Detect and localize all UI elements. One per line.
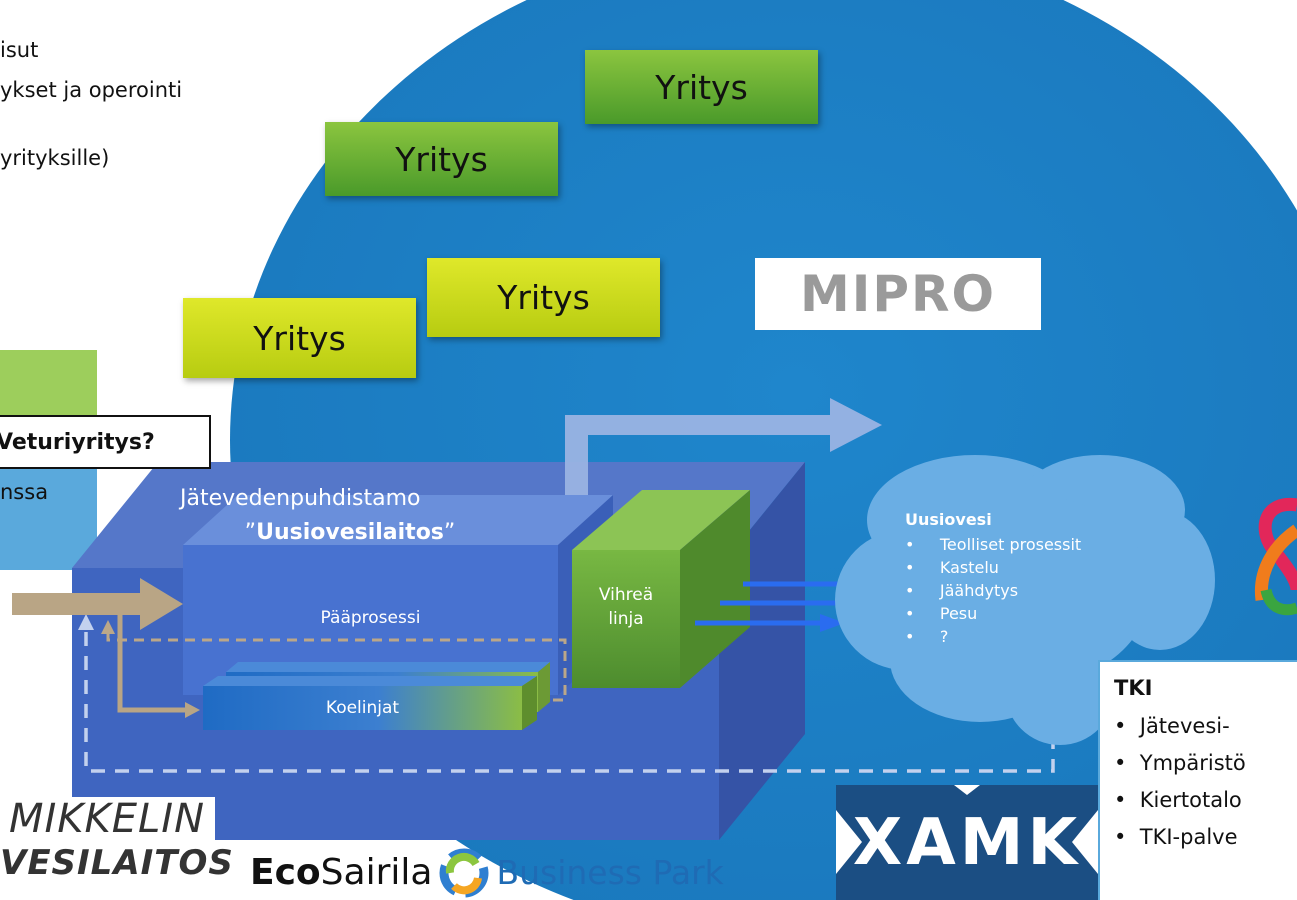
plant-title: Jätevedenpuhdistamo ”Uusiovesilaitos”	[180, 482, 540, 550]
green-box-right	[680, 490, 750, 688]
plant-title-line1: Jätevedenpuhdistamo	[180, 486, 421, 511]
left-panel-text: nssa	[0, 480, 49, 504]
green-line-label: Vihreä linja	[598, 585, 654, 629]
test-lines-label: Koelinjat	[325, 698, 400, 718]
top-line-2: ykset ja operointi	[0, 78, 183, 102]
ecosairila-leaf-icon	[439, 848, 489, 897]
input-arrow-tan	[12, 578, 183, 630]
left-blue-panel	[0, 455, 97, 570]
tki-panel: TKI • Jätevesi- • Ympäristö • Kiertotalo…	[1098, 660, 1297, 900]
cloud-item: • Jäähdytys	[905, 581, 1019, 600]
xamk-frame-icon	[836, 785, 1098, 874]
inner-arrow-head	[101, 620, 115, 634]
recycle-arrow-head	[78, 614, 94, 630]
company-box-4: Yritys	[183, 298, 416, 378]
company-box-2: Yritys	[325, 122, 558, 196]
output-arrow-up	[565, 398, 882, 515]
inner-dashed-loop	[106, 632, 567, 702]
reuse-water-cloud	[835, 455, 1215, 745]
top-line-3: yrityksille)	[0, 146, 110, 170]
cloud-content: Uusiovesi • Teolliset prosessit • Kastel…	[905, 510, 1081, 648]
cloud-item: • Pesu	[905, 604, 978, 623]
top-left-text: isut ykset ja operointi yrityksille)	[0, 30, 182, 178]
top-line-1: isut	[0, 38, 39, 62]
cloud-item: • ?	[905, 627, 949, 646]
test-line-back-top	[226, 662, 550, 672]
xamk-logo: XAMK	[836, 785, 1098, 900]
green-box-top	[572, 490, 750, 550]
test-line-back-side	[538, 662, 550, 712]
lead-company-callout: Veturiyritys?	[0, 415, 211, 469]
plant-title-line2: ”Uusiovesilaitos”	[244, 520, 456, 545]
process-box-top	[183, 495, 613, 545]
cloud-item: • Teolliset prosessit	[905, 535, 1082, 554]
test-feed-arrow	[117, 604, 185, 713]
partner-logo-partial	[1254, 497, 1297, 616]
mikkelin-vesilaitos-logo: MIKKELIN VESILAITOS	[0, 797, 233, 900]
cloud-title: Uusiovesi	[905, 510, 992, 529]
green-box-front	[572, 550, 680, 688]
test-line-top	[203, 676, 537, 686]
tki-item: • Jätevesi-	[1114, 714, 1230, 738]
test-feed-arrow-head	[185, 702, 200, 718]
company-box-1: Yritys	[585, 50, 818, 124]
tki-item: • Ympäristö	[1114, 751, 1246, 775]
cloud-item: • Kastelu	[905, 558, 999, 577]
main-process-label: Pääprosessi	[320, 608, 421, 628]
company-box-3: Yritys	[427, 258, 660, 337]
mipro-logo: MIPRO	[755, 258, 1041, 330]
test-line-front	[203, 686, 522, 730]
tki-title: TKI	[1114, 676, 1153, 700]
tki-item: • Kiertotalo	[1114, 788, 1242, 812]
tki-item: • TKI-palve	[1114, 825, 1238, 849]
test-line-side	[522, 676, 537, 730]
